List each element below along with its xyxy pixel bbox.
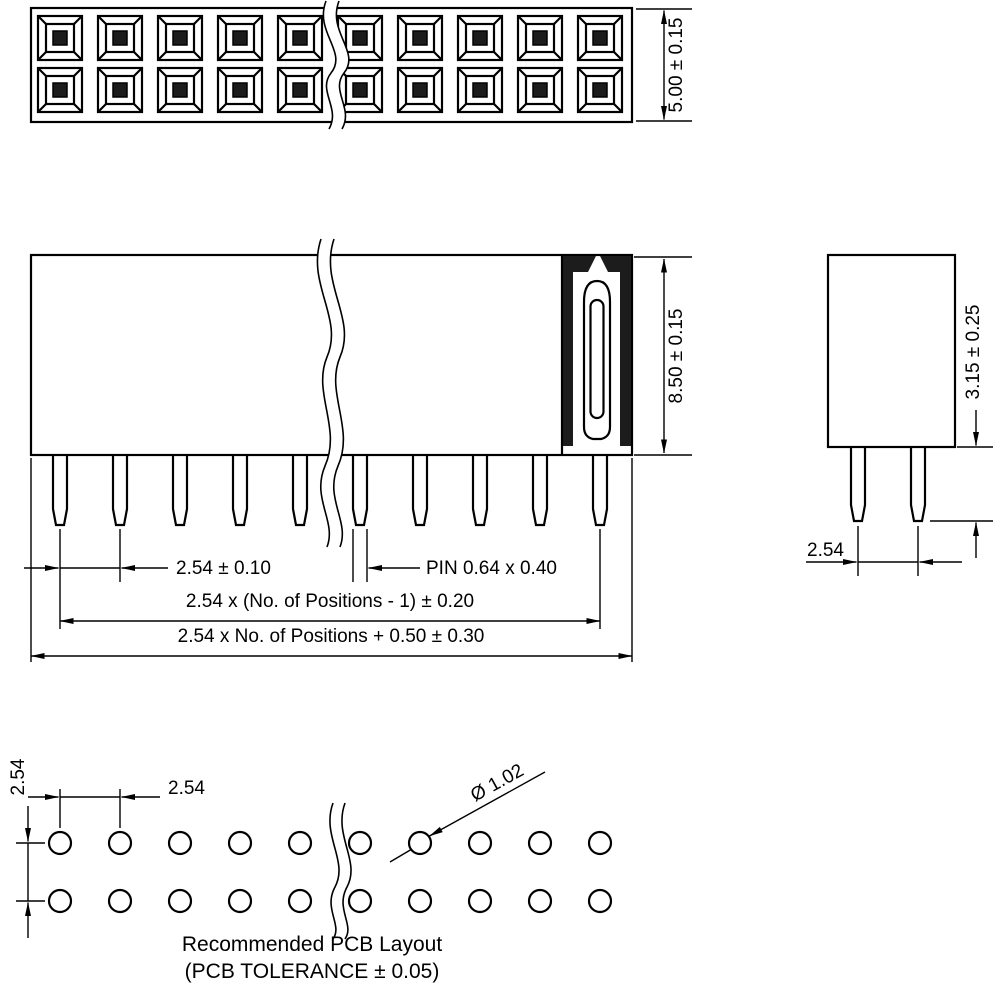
contact-slot <box>589 298 605 420</box>
dim-label-positions-span: 2.54 x (No. of Positions - 1) ± 0.20 <box>186 591 474 612</box>
pcb-hole <box>347 830 373 856</box>
socket-cavity <box>96 66 144 114</box>
dim-extension-lines <box>30 458 633 662</box>
connector-pin <box>231 447 249 527</box>
dim-label-side-pin-length: 3.15 ± 0.25 <box>963 305 984 400</box>
socket-cavity <box>576 66 624 114</box>
connector-pin <box>471 447 489 527</box>
socket-cavity <box>396 66 444 114</box>
connector-pin <box>591 447 609 527</box>
connector-pin <box>351 447 369 527</box>
pcb-hole <box>47 888 73 914</box>
connector-pin <box>291 447 309 527</box>
front-view: 8.50 ± 0.15 2.54 ± 0.10 PIN 0.64 x 0.40 … <box>24 238 692 662</box>
pcb-hole <box>167 888 193 914</box>
section-fill <box>620 256 631 446</box>
pcb-hole <box>467 830 493 856</box>
dim-pin-size: PIN 0.64 x 0.40 <box>368 558 557 579</box>
socket-cavity <box>216 66 264 114</box>
dim-label-pin-pitch: 2.54 ± 0.10 <box>176 558 271 579</box>
break-line <box>329 802 340 940</box>
pcb-hole <box>407 830 433 856</box>
top-view: 5.00 ± 0.15 <box>29 0 692 130</box>
dim-overall-length: 2.54 x No. of Positions + 0.50 ± 0.30 <box>30 626 633 659</box>
break-line <box>341 802 352 940</box>
pcb-caption-line1: Recommended PCB Layout <box>182 933 442 956</box>
pcb-hole <box>167 830 193 856</box>
dim-label-pcb-hole-diameter: Ø 1.02 <box>467 760 527 806</box>
pcb-hole <box>107 888 133 914</box>
side-pin-row <box>849 443 927 523</box>
socket-cavity <box>576 14 624 62</box>
socket-cavity <box>96 14 144 62</box>
connector-pin <box>111 447 129 527</box>
pcb-hole-grid <box>47 830 613 914</box>
leader-line <box>429 771 546 837</box>
dim-label-pin-size: PIN 0.64 x 0.40 <box>426 558 557 579</box>
socket-cavity <box>156 66 204 114</box>
pcb-hole <box>287 830 313 856</box>
pcb-hole <box>287 888 313 914</box>
dim-pin-pitch: 2.54 ± 0.10 <box>24 558 271 579</box>
pcb-hole <box>347 888 373 914</box>
socket-cavity <box>36 14 84 62</box>
socket-cavity <box>276 14 324 62</box>
connector-pin <box>909 443 927 523</box>
pcb-hole <box>467 888 493 914</box>
socket-cavity <box>276 66 324 114</box>
break-gap <box>323 1 349 129</box>
socket-cavity <box>36 66 84 114</box>
socket-cavity <box>156 14 204 62</box>
break-line <box>322 0 337 130</box>
pcb-hole <box>107 830 133 856</box>
leader-line <box>389 848 413 863</box>
dim-side-row-pitch: 2.54 <box>806 526 962 576</box>
break-line <box>329 238 346 548</box>
connector-pin <box>531 447 549 527</box>
socket-cavity <box>216 14 264 62</box>
dim-pcb-col-pitch: 2.54 <box>28 778 205 828</box>
break-line <box>335 0 350 130</box>
pcb-hole <box>227 830 253 856</box>
break-gap <box>329 803 352 939</box>
dim-label-overall-length: 2.54 x No. of Positions + 0.50 ± 0.30 <box>178 626 485 647</box>
dim-label-pcb-col-pitch: 2.54 <box>168 778 205 799</box>
side-view-body-outline <box>826 253 957 449</box>
connector-pin <box>849 443 867 523</box>
pcb-hole <box>527 830 553 856</box>
section-fill <box>562 256 573 446</box>
socket-cavity <box>516 14 564 62</box>
pcb-hole <box>527 888 553 914</box>
break-line <box>316 238 333 548</box>
connector-pin <box>411 447 429 527</box>
pcb-layout: 2.54 2.54 Ø 1.02 Recommended PCB Layout … <box>8 758 613 983</box>
side-view: 3.15 ± 0.25 2.54 <box>806 253 993 576</box>
pcb-hole <box>47 830 73 856</box>
dim-side-pin-length: 3.15 ± 0.25 <box>930 305 993 558</box>
dim-label-front-height: 8.50 ± 0.15 <box>666 309 687 404</box>
dim-label-pcb-row-pitch: 2.54 <box>8 758 29 795</box>
socket-cavity <box>456 66 504 114</box>
dim-pcb-row-pitch: 2.54 <box>8 758 45 938</box>
socket-cavity <box>456 14 504 62</box>
dim-front-height: 8.50 ± 0.15 <box>634 256 692 456</box>
pcb-hole <box>227 888 253 914</box>
pcb-hole <box>407 888 433 914</box>
socket-cavity <box>396 14 444 62</box>
connector-pin <box>51 447 69 527</box>
contact-section-cutaway <box>560 255 631 455</box>
pcb-caption-line2: (PCB TOLERANCE ± 0.05) <box>185 960 440 983</box>
pcb-hole <box>587 830 613 856</box>
connector-pin <box>171 447 189 527</box>
dim-positions-span: 2.54 x (No. of Positions - 1) ± 0.20 <box>59 591 601 624</box>
dim-label-side-row-pitch: 2.54 <box>807 540 844 561</box>
dim-top-height: 5.00 ± 0.15 <box>636 8 692 122</box>
socket-cavity <box>516 66 564 114</box>
dim-label-top-height: 5.00 ± 0.15 <box>666 18 687 113</box>
pcb-hole <box>587 888 613 914</box>
